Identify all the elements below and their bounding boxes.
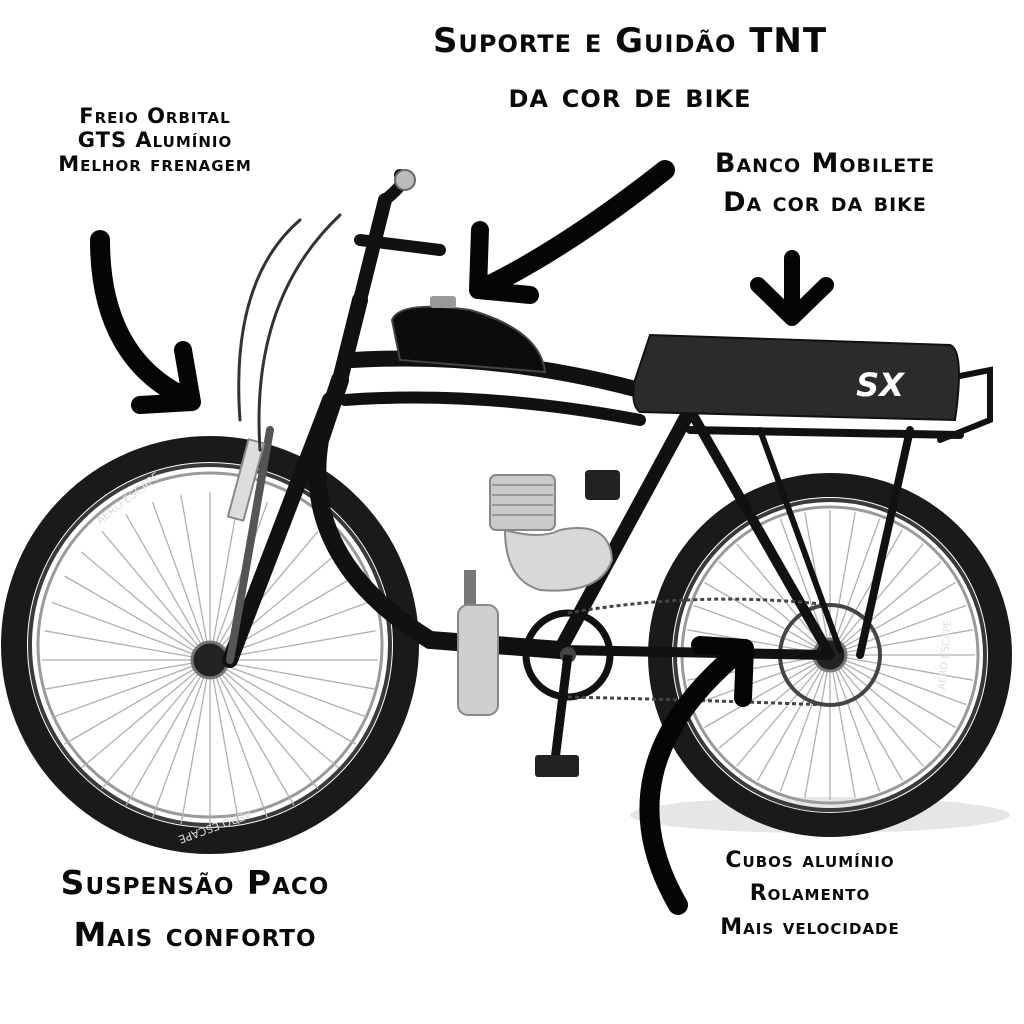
wheel-spoke [829, 654, 924, 767]
annotation-arrows [90, 160, 834, 915]
arrow-freio-head [131, 341, 201, 414]
annotation-freio: Freio Orbital GTS Alumínio Melhor frenag… [20, 104, 290, 176]
wheel-spoke [209, 659, 295, 806]
arrow-seat-down-head [750, 277, 834, 326]
wheel-spoke [209, 659, 319, 790]
wheel-spoke [829, 654, 956, 729]
wheel-spoke [209, 659, 240, 826]
wheel-spoke [829, 654, 881, 792]
wheel-spoke [80, 659, 211, 769]
annotation-suspensao-line1: Suspensão Paco [60, 863, 330, 902]
wheel-spoke [151, 501, 211, 661]
annotation-freio-line3: Melhor frenagem [58, 152, 252, 177]
arrow-freio [90, 230, 200, 410]
wheel-spoke [209, 501, 269, 661]
wheel-spoke [829, 529, 904, 656]
wheel-spoke [209, 659, 369, 719]
wheel-spoke [736, 654, 831, 767]
wheel-spoke [829, 561, 942, 656]
wheel-spoke [704, 654, 831, 729]
wheel-spoke [209, 659, 356, 745]
wheel-spoke [64, 659, 211, 745]
annotation-banco: Banco Mobilete Da cor da bike [680, 148, 970, 218]
wheel-spoke [80, 551, 211, 661]
wheel-spoke [829, 654, 967, 706]
engine [489, 470, 620, 592]
annotation-suporte-guidao: Suporte e Guidão TNT da cor de bike [380, 21, 880, 117]
wheel-spoke [756, 654, 831, 781]
arrow-banco-head [469, 221, 539, 304]
wheel-spoke [44, 659, 211, 690]
wheel-spoke [209, 530, 319, 661]
arrow-cubos [639, 645, 745, 915]
rear-rack [686, 366, 993, 659]
wheel-spoke [125, 659, 211, 806]
wheel-spoke [829, 581, 956, 656]
wheel-spoke [829, 654, 942, 749]
annotation-suporte-line2: da cor de bike [508, 76, 752, 117]
handlebar [237, 169, 446, 452]
front-wheel: AERO ESCAPE AERO ESCAPE [1, 436, 419, 854]
wheel-spoke [51, 659, 211, 719]
wheel-spoke [101, 530, 211, 661]
wheel-spoke [44, 630, 211, 661]
wheel-spoke [779, 654, 831, 792]
exhaust-muffler [457, 570, 499, 716]
seat-logo: SX [856, 366, 905, 404]
wheel-spoke [829, 518, 881, 656]
wheel-spoke [829, 604, 967, 656]
wheel-spoke [829, 654, 856, 798]
suspension-fork [226, 438, 266, 522]
wheel-spoke [804, 654, 831, 798]
wheel-spoke [64, 575, 211, 661]
wheel-spoke [180, 494, 211, 661]
seat: SX [632, 333, 960, 422]
wheel-spoke [209, 659, 376, 690]
annotation-banco-line1: Banco Mobilete [714, 148, 936, 179]
annotation-freio-line1: Freio Orbital [79, 104, 231, 128]
annotation-suspensao: Suspensão Paco Mais conforto [20, 864, 370, 954]
annotation-suspensao-line2: Mais conforto [73, 914, 317, 954]
wheel-spoke [829, 654, 973, 681]
fuel-tank [390, 296, 547, 374]
annotation-suporte-line1: Suporte e Guidão TNT [432, 21, 828, 61]
wheel-spoke [829, 629, 973, 656]
wheel-spoke [829, 654, 904, 781]
wheel-spoke [829, 543, 924, 656]
wheel-spoke [693, 654, 831, 706]
wheel-spoke [209, 659, 340, 769]
wheel-spoke [125, 514, 211, 661]
drivetrain [522, 597, 831, 777]
annotation-cubos: Cubos alumínio Rolamento Mais velocidade [680, 848, 940, 940]
arrow-cubos-head [691, 636, 754, 707]
wheel-spoke [718, 561, 831, 656]
annotation-cubos-line1: Cubos alumínio [725, 848, 895, 873]
wheel-spoke [693, 604, 831, 656]
annotation-cubos-line3: Mais velocidade [720, 914, 900, 940]
annotation-cubos-line2: Rolamento [749, 881, 871, 907]
annotation-banco-line2: Da cor da bike [723, 187, 927, 219]
wheel-spoke [704, 581, 831, 656]
arrow-banco [480, 160, 675, 295]
wheel-spoke [51, 601, 211, 661]
wheel-spoke [151, 659, 211, 819]
annotation-freio-line2: GTS Alumínio [77, 128, 233, 153]
wheel-spoke [101, 659, 211, 790]
wheel-spoke [209, 659, 269, 819]
wheel-spoke [180, 659, 211, 826]
wheel-spoke [209, 494, 240, 661]
